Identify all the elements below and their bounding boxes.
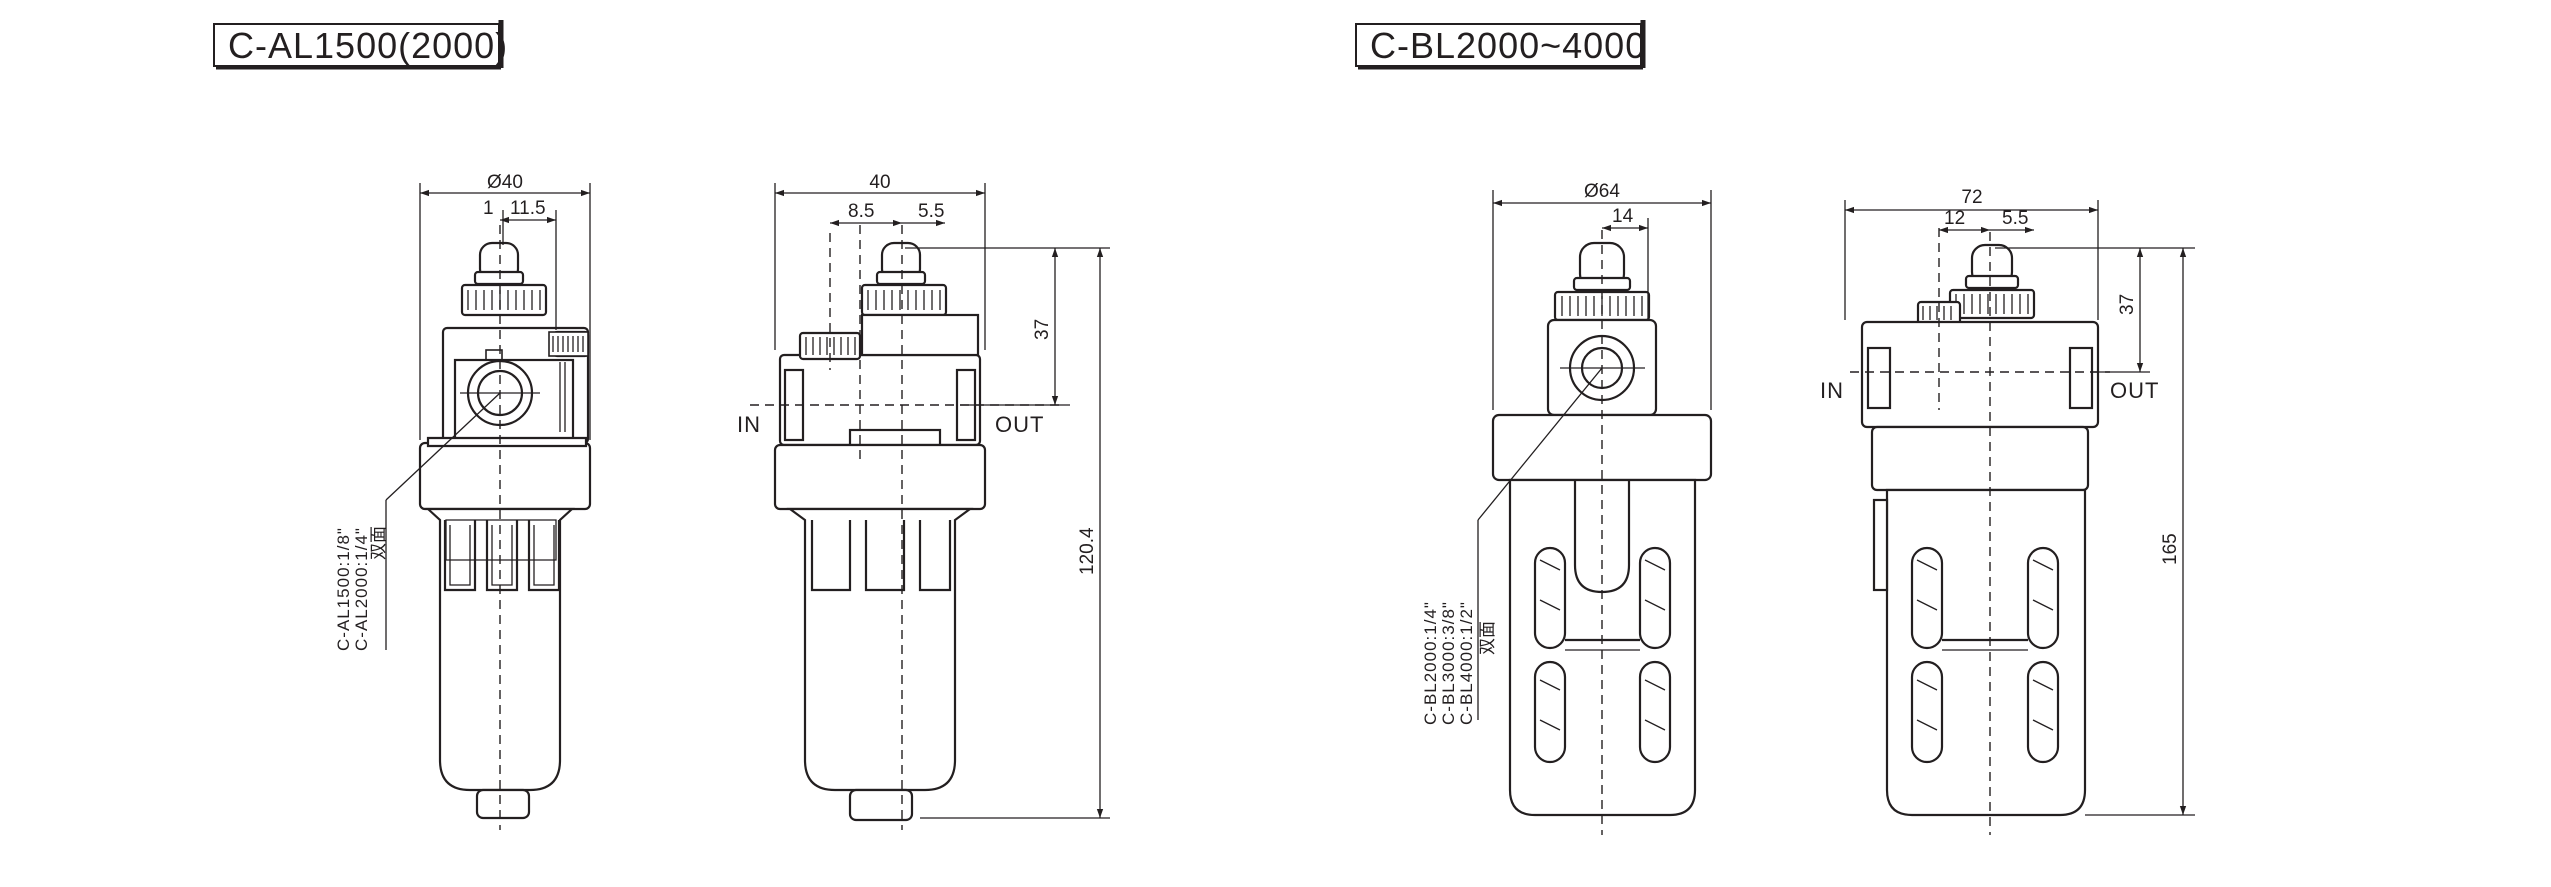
al-front-dia-label: Ø40 [487,172,523,193]
bl-side-offset-2: 5.5 [2002,208,2028,229]
al-in-port-label: IN [737,412,761,437]
al-front-note-line-2: C-AL2000:1/4" [352,527,371,651]
al-side-height-2: 120.4 [1077,527,1098,575]
bl-front-note-line-3: C-BL4000:1/2" [1457,601,1476,725]
bl-side-height-1: 37 [2117,294,2138,315]
model-title-bl: C-BL2000~4000 [1370,25,1646,66]
al-side-width-label: 40 [869,172,890,193]
bl-in-port-label: IN [1820,378,1844,403]
model-title-al: C-AL1500(2000) [228,25,508,66]
bl-side-width-label: 72 [1961,187,1982,208]
al-side-offset-1: 8.5 [848,201,874,222]
al-front-note-line-1: C-AL1500:1/8" [334,527,353,651]
bl-front-dia-label: Ø64 [1584,181,1620,202]
bl-front-view: Ø64 14 C-BL2000:1/4" C-BL3000:3/8" C-BL4… [1421,181,1713,835]
al-front-offset-2: 11.5 [510,198,546,219]
bl-side-height-2: 165 [2160,533,2181,565]
bl-front-offset-1: 14 [1612,206,1634,227]
al-front-view: Ø40 1 11.5 C-AL1500:1/8" C-AL2000:1/4" 双… [334,172,592,830]
al-side-view: 40 8.5 5.5 37 120.4 IN OUT [737,172,1110,830]
model-title-frame-al: C-AL1500(2000) [213,20,508,70]
bl-front-note-both-sides: 双面 [1478,621,1498,655]
al-front-offset-1: 1 [483,198,494,219]
al-front-note-both-sides: 双面 [369,526,389,560]
bl-front-note-line-2: C-BL3000:3/8" [1439,601,1458,725]
bl-front-note-line-1: C-BL2000:1/4" [1421,601,1440,725]
bl-side-offset-1: 12 [1944,208,1965,229]
al-side-height-1: 37 [1032,319,1053,340]
bl-out-port-label: OUT [2110,378,2159,403]
bl-side-view: 72 12 5.5 37 165 IN OUT [1820,187,2195,835]
model-title-frame-bl: C-BL2000~4000 [1355,20,1646,70]
al-out-port-label: OUT [995,412,1044,437]
al-side-offset-2: 5.5 [918,201,944,222]
